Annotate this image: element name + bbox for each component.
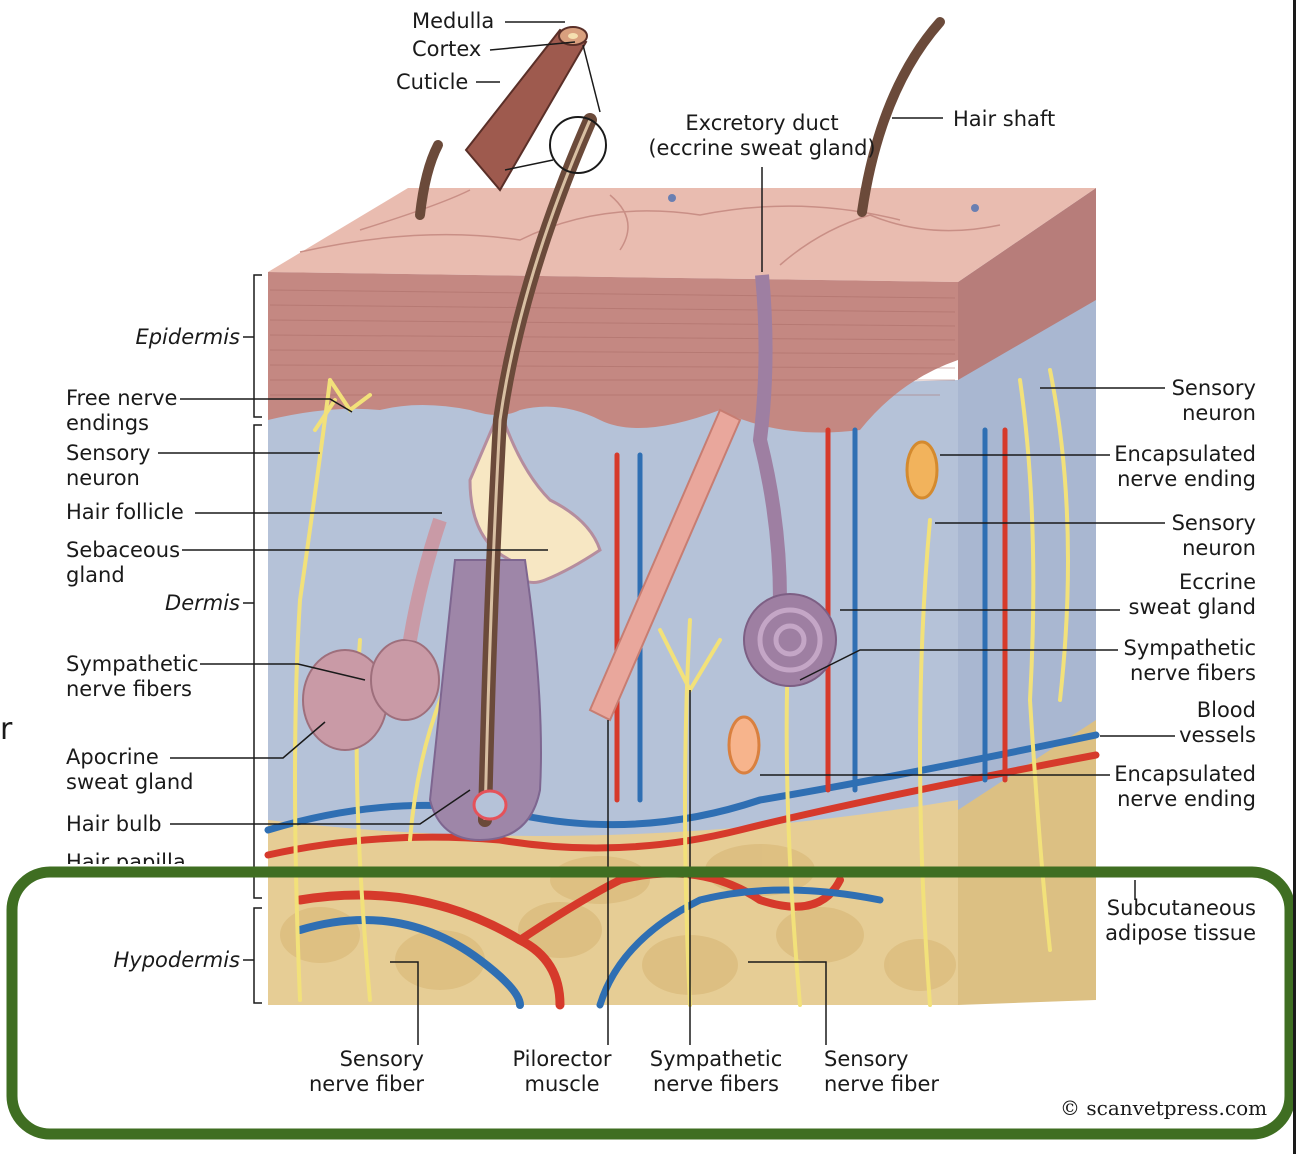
label-hair-bulb: Hair bulb [66, 812, 162, 836]
surface-creases [299, 189, 1001, 266]
label-sympathetic-nerve-fibers-right: Sympathetic nerve fibers [1123, 636, 1257, 685]
label-hair-papilla-clip: Hair papilla [66, 850, 266, 864]
pore-dot [668, 194, 676, 202]
leader-lines [158, 21, 1175, 1045]
label-sensory-neuron-right-2: Sensory neuron [1171, 511, 1256, 560]
label-pilorector-muscle: Pilorector muscle [512, 1047, 612, 1096]
pore-dot [971, 204, 979, 212]
eccrine-gland [743, 593, 837, 687]
label-eccrine-sweat-gland: Eccrine sweat gland [1128, 570, 1257, 619]
highlight-box [6, 866, 1296, 1140]
hair-shaft-left [415, 140, 443, 220]
label-dermis: Dermis [165, 591, 240, 615]
apocrine-gland [302, 517, 447, 751]
right-edge-line [1293, 0, 1296, 1154]
label-medulla: Medulla [412, 9, 495, 33]
label-cuticle: Cuticle [396, 70, 469, 94]
label-subcutaneous-adipose: Subcutaneous adipose tissue [1105, 896, 1256, 945]
label-sebaceous-gland: Sebaceous gland [66, 538, 181, 587]
label-sensory-neuron-right-1: Sensory neuron [1171, 376, 1256, 425]
copyright-clip: © scanvetpress.com [1060, 1096, 1285, 1126]
encapsulated-nerve-ending-upper [905, 440, 939, 500]
epidermis-cells [269, 289, 956, 396]
label-hypodermis: Hypodermis [113, 948, 240, 972]
label-free-nerve-endings: Free nerve endings [66, 386, 178, 435]
label-sensory-neuron-left: Sensory neuron [66, 441, 151, 490]
label-encapsulated-nerve-ending-1: Encapsulated nerve ending [1114, 442, 1256, 491]
label-epidermis: Epidermis [135, 325, 240, 349]
hair-shaft-right [857, 17, 945, 217]
hair-papilla [472, 789, 508, 821]
label-sensory-nerve-fiber-1: Sensory nerve fiber [309, 1047, 424, 1096]
label-encapsulated-nerve-ending-2: Encapsulated nerve ending [1114, 762, 1256, 811]
encapsulated-nerve-ending-lower [727, 715, 761, 775]
label-cortex: Cortex [412, 37, 482, 61]
label-sympathetic-nerve-fibers-left: Sympathetic nerve fibers [66, 652, 199, 701]
label-hair-shaft: Hair shaft [953, 107, 1056, 131]
layer-brackets [253, 274, 262, 1004]
copyright-text: © scanvetpress.com [1060, 1096, 1268, 1120]
eccrine-duct [752, 274, 787, 601]
label-hair-papilla: Hair papilla [66, 850, 186, 864]
label-excretory-duct: Excretory duct (eccrine sweat gland) [648, 111, 876, 160]
label-apocrine-sweat-gland: Apocrine sweat gland [66, 745, 194, 794]
block-right-face [958, 188, 1096, 1005]
skin-surface [268, 188, 1096, 282]
edge-text-fragment: r [0, 712, 13, 747]
hair-cross-section [464, 26, 607, 192]
label-hair-follicle: Hair follicle [66, 500, 184, 524]
label-blood-vessels: Blood vessels [1179, 698, 1256, 747]
label-sensory-nerve-fiber-2: Sensory nerve fiber [824, 1047, 939, 1096]
pilorector-muscle [588, 408, 742, 722]
label-sympathetic-nerve-fibers-bottom: Sympathetic nerve fibers [649, 1047, 783, 1096]
